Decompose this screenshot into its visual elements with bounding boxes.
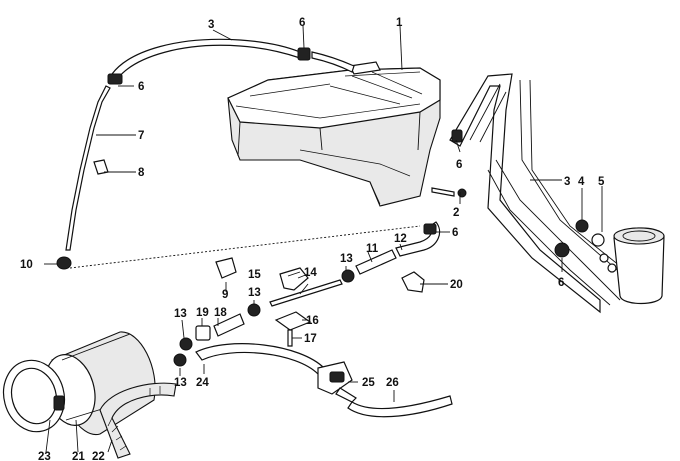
- callout-14: 14: [304, 267, 317, 279]
- callout-6-left: 6: [138, 81, 144, 93]
- callout-18: 18: [214, 307, 227, 319]
- part-3-vent-hose-top: [107, 38, 355, 85]
- callout-8: 8: [138, 167, 145, 179]
- callout-23: 23: [38, 451, 51, 461]
- part-25-valve: [317, 361, 357, 403]
- leader-lines: [44, 25, 603, 453]
- callout-4: 4: [578, 176, 585, 188]
- callout-26: 26: [386, 377, 399, 389]
- parts-4-5-grommets: [554, 219, 617, 273]
- callout-10: 10: [20, 259, 33, 271]
- callout-5: 5: [598, 176, 605, 188]
- callout-3-right: 3: [564, 176, 570, 188]
- part-20-clip: [401, 271, 425, 293]
- callout-11: 11: [366, 243, 379, 255]
- part-14-pipe: [269, 279, 343, 307]
- part-16-bracket: [274, 311, 312, 331]
- callout-20: 20: [450, 279, 463, 291]
- callout-6-right: 6: [558, 277, 564, 289]
- callout-19: 19: [196, 307, 209, 319]
- callout-22: 22: [92, 451, 105, 461]
- callout-6-top: 6: [299, 17, 305, 29]
- callout-labels: 1 2 3 3 4 5 6 6 6 6 6 7 8 9 10 11 12 13 …: [20, 17, 605, 461]
- callout-15: 15: [248, 269, 261, 281]
- callout-16: 16: [306, 315, 319, 327]
- callout-21: 21: [72, 451, 85, 461]
- part-11-hose: [355, 249, 397, 275]
- part-24-hose: [195, 343, 325, 375]
- part-23-clamp-ring: [2, 359, 66, 433]
- callout-24: 24: [196, 377, 209, 389]
- callout-3-top: 3: [208, 19, 214, 31]
- fuel-filler-neck: [613, 227, 665, 305]
- part-13-clamp-b: [247, 303, 261, 317]
- callout-12: 12: [394, 233, 407, 245]
- part-12-elbow-hose: [395, 221, 441, 257]
- callout-9: 9: [222, 289, 228, 301]
- part-13-clamp-d: [173, 353, 187, 367]
- callout-25: 25: [362, 377, 375, 389]
- part-13-clamp-c: [179, 337, 193, 351]
- callout-7: 7: [138, 130, 144, 142]
- part-13-clamp-a: [341, 269, 355, 283]
- callout-13-b: 13: [248, 287, 261, 299]
- part-22-rubber-mount: [99, 382, 177, 459]
- part-6-clip-canister: [451, 129, 463, 143]
- callout-6-elbow: 6: [452, 227, 458, 239]
- callout-13-a: 13: [340, 253, 353, 265]
- callout-13-d: 13: [174, 377, 187, 389]
- callout-2: 2: [453, 207, 459, 219]
- part-9-clip: [215, 257, 237, 279]
- callout-1: 1: [396, 17, 403, 29]
- part-17-bolt: [287, 329, 293, 347]
- part-7-vent-pipe: [56, 85, 111, 270]
- part-2-screw: [431, 187, 467, 198]
- part-15-holder: [279, 267, 309, 291]
- assembly-line: [69, 225, 421, 269]
- part-3-fuel-lines-bundle: [449, 73, 651, 314]
- part-18-hose: [213, 313, 245, 337]
- part-26-hose: [347, 395, 453, 418]
- part-1-canister: [227, 61, 441, 207]
- callout-6-canister: 6: [456, 159, 462, 171]
- callout-13-c: 13: [174, 308, 187, 320]
- part-19-connector: [195, 325, 211, 341]
- callout-17: 17: [304, 333, 317, 345]
